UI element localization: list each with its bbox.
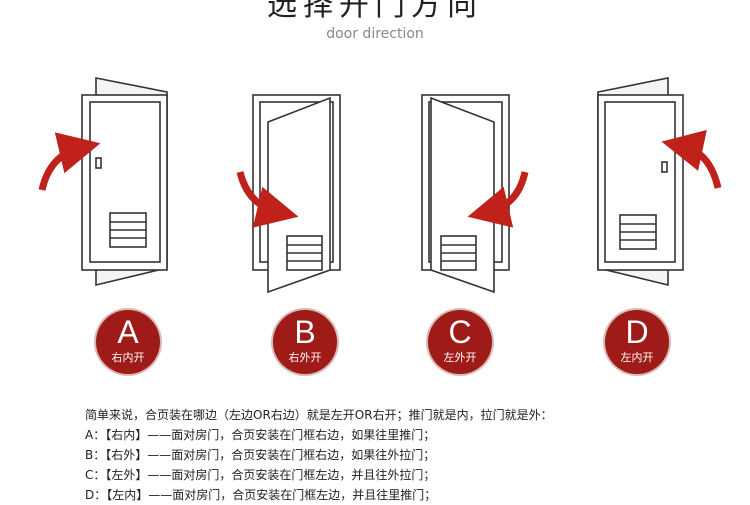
explanation-line-b: B：【右外】——面对房门，合页安装在门框右边，如果往外拉门；	[85, 448, 436, 462]
badge-c: C 左外开	[428, 310, 492, 374]
explanation-intro: 简单来说，合页装在哪边（左边OR右边）就是左开OR右开；推门就是内，拉门就是外：	[85, 408, 553, 422]
badge-letter: D	[625, 314, 649, 350]
badge-b: B 右外开	[273, 310, 337, 374]
door-diagrams	[38, 77, 722, 294]
badge-letter: A	[117, 314, 139, 350]
explanation-line-d: D：【左内】——面对房门，合页安装在门框左边，并且往里推门；	[85, 488, 437, 502]
badge-label: 左外开	[443, 351, 477, 364]
explanation-line-a: A：【右内】——面对房门，合页安装在门框右边，如果往里推门；	[85, 428, 436, 442]
badge-label: 右内开	[111, 351, 145, 364]
arrow-d-icon	[661, 129, 722, 189]
door-b-illustration	[252, 94, 341, 294]
arrow-a-icon	[38, 132, 101, 191]
explanation-line-c: C：【左外】——面对房门，合页安装在门框左边，并且往外拉门；	[85, 468, 436, 482]
badge-letter: B	[294, 314, 316, 350]
explanation-text: 简单来说，合页装在哪边（左边OR右边）就是左开OR右开；推门就是内，拉门就是外：…	[85, 405, 553, 505]
badge-d: D 左内开	[605, 310, 669, 374]
page-title: 选择开门方向	[267, 0, 483, 23]
badge-label: 左内开	[620, 351, 654, 364]
arrow-b-icon	[236, 171, 299, 228]
badge-a: A 右内开	[96, 310, 160, 374]
badge-letter: C	[448, 314, 472, 350]
door-c-illustration	[421, 94, 510, 294]
page-subtitle: door direction	[326, 26, 424, 42]
door-d-illustration	[597, 77, 684, 287]
arrow-c-icon	[467, 171, 529, 228]
badge-label: 右外开	[288, 351, 322, 364]
door-a-illustration	[81, 77, 168, 287]
